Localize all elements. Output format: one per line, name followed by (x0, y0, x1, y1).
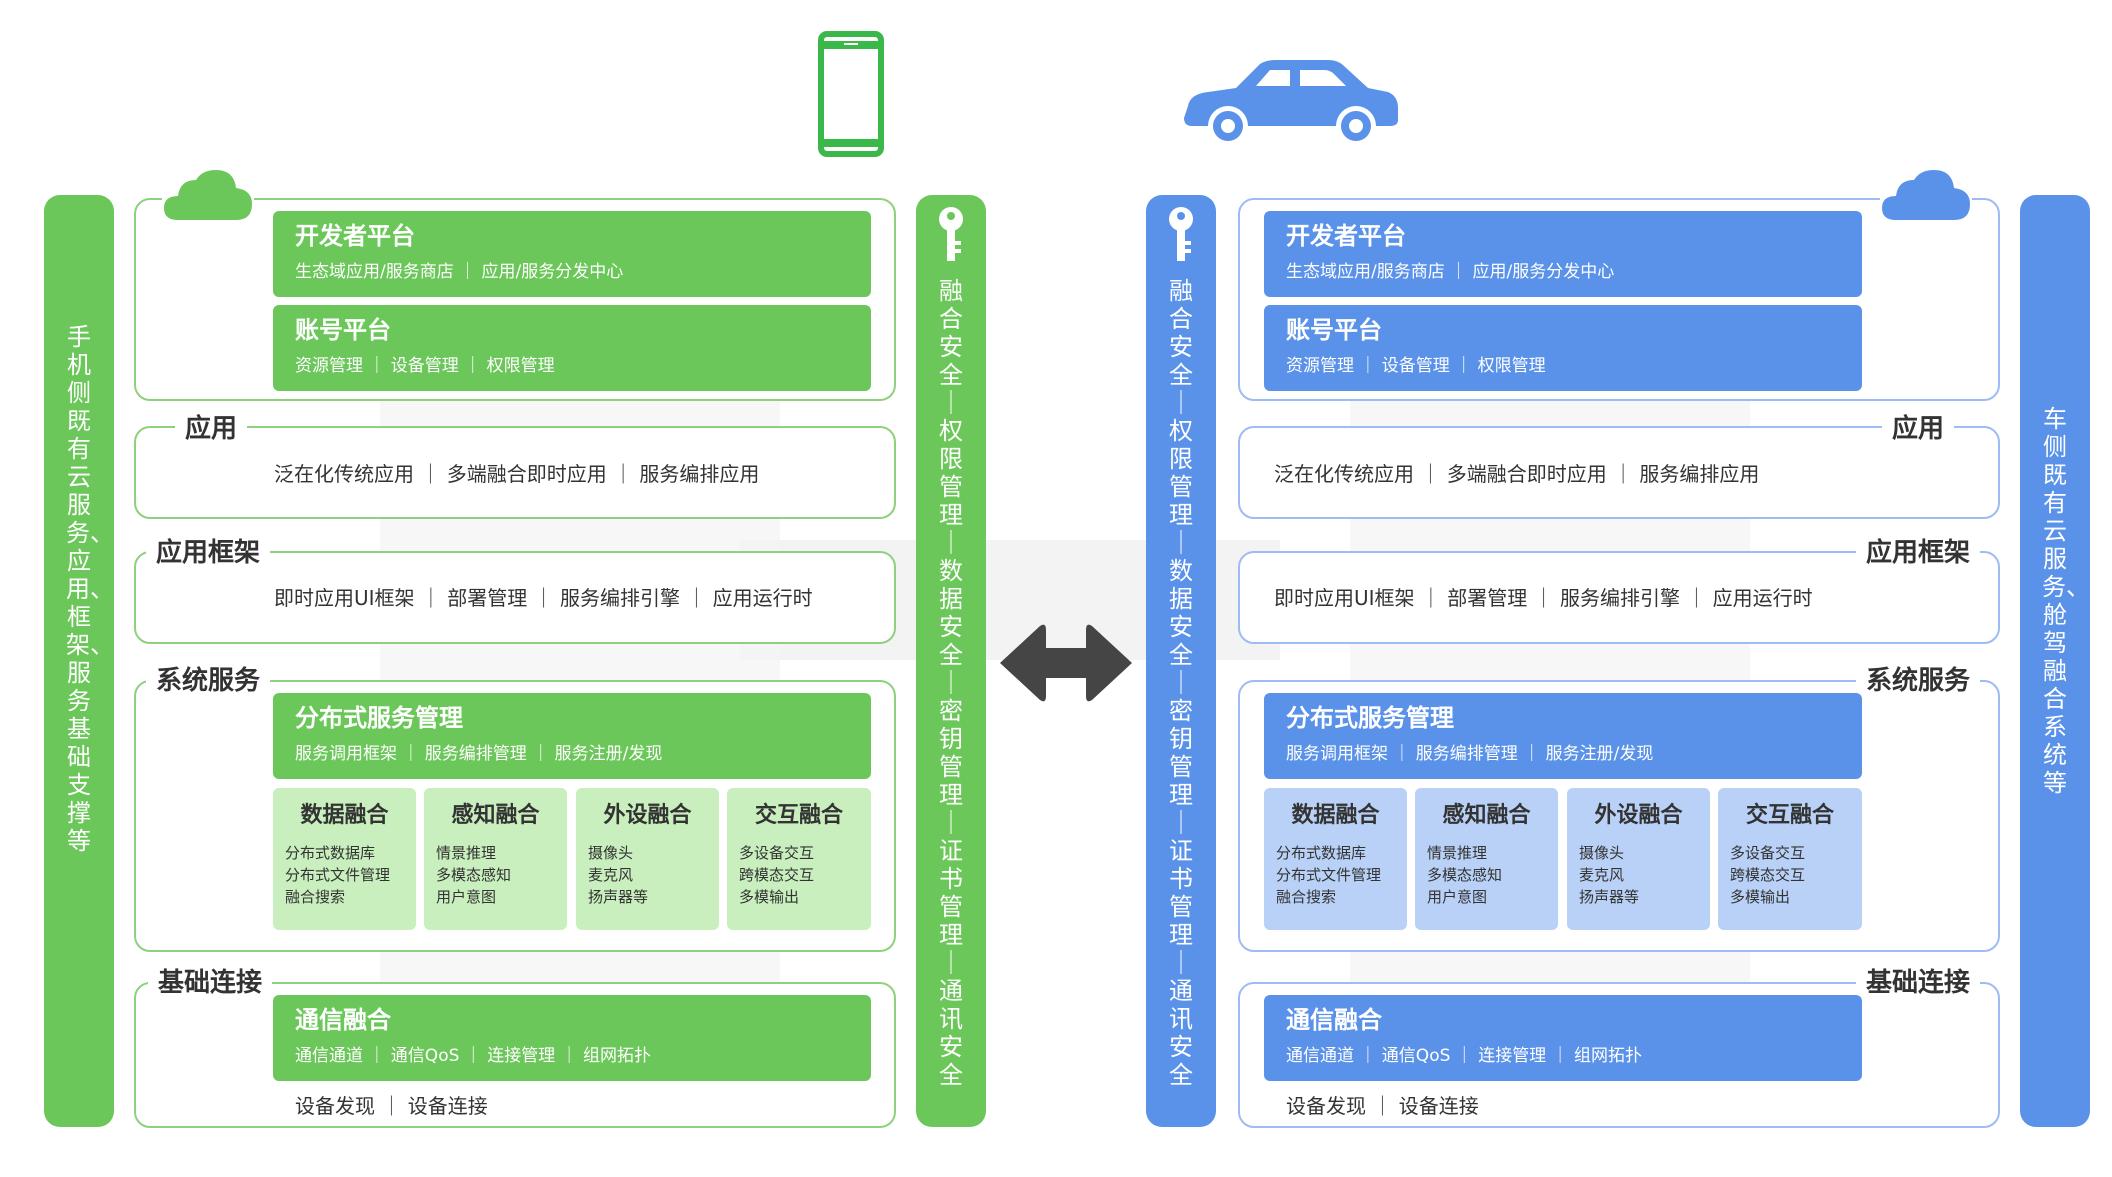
left-side-label: 手机侧 既有云服务、应用、框架、服务 基础支撑等 (66, 323, 114, 855)
cloud-icon (162, 168, 254, 224)
left-comm-fusion: 通信融合 通信通道 ｜ 通信QoS ｜ 连接管理 ｜ 组网拓扑 (273, 995, 871, 1081)
right-framework-label: 应用框架 (1856, 538, 1981, 568)
right-side-label-bar: 车侧 既有云服务、舱驾融合系统等 (2020, 195, 2090, 1127)
right-security-bar: 融合安全｜权限管理｜数据安全｜密钥管理｜证书管理｜通讯安全 (1146, 195, 1216, 1127)
left-interaction-fusion: 交互融合 多设备交互跨模态交互多模输出 (727, 788, 871, 930)
left-security-bar: 融合安全｜权限管理｜数据安全｜密钥管理｜证书管理｜通讯安全 (916, 195, 986, 1127)
right-connection-label: 基础连接 (1856, 968, 1981, 998)
left-distributed-service: 分布式服务管理 服务调用框架 ｜ 服务编排管理 ｜ 服务注册/发现 (273, 693, 871, 779)
right-side-label: 车侧 既有云服务、舱驾融合系统等 (2042, 405, 2090, 797)
right-app-content: 泛在化传统应用 ｜ 多端融合即时应用 ｜ 服务编排应用 (1274, 462, 1760, 486)
left-system-label: 系统服务 (146, 666, 271, 696)
right-interaction-fusion: 交互融合 多设备交互跨模态交互多模输出 (1718, 788, 1862, 930)
right-comm-fusion: 通信融合 通信通道 ｜ 通信QoS ｜ 连接管理 ｜ 组网拓扑 (1264, 995, 1862, 1081)
left-app-frame (134, 426, 896, 519)
left-framework-content: 即时应用UI框架 ｜ 部署管理 ｜ 服务编排引擎 ｜ 应用运行时 (274, 586, 813, 610)
left-account-platform: 账号平台 资源管理 ｜ 设备管理 ｜ 权限管理 (273, 305, 871, 391)
left-peripheral-fusion: 外设融合 摄像头麦克风扬声器等 (576, 788, 719, 930)
key-icon (1167, 205, 1195, 267)
right-account-platform: 账号平台 资源管理 ｜ 设备管理 ｜ 权限管理 (1264, 305, 1862, 391)
right-connection-content: 设备发现 ｜ 设备连接 (1286, 1094, 1479, 1118)
right-app-label: 应用 (1882, 414, 1955, 444)
right-system-label: 系统服务 (1856, 666, 1981, 696)
cloud-icon (1880, 168, 1972, 224)
left-app-content: 泛在化传统应用 ｜ 多端融合即时应用 ｜ 服务编排应用 (274, 462, 760, 486)
right-data-fusion: 数据融合 分布式数据库分布式文件管理融合搜索 (1264, 788, 1407, 930)
left-app-label: 应用 (175, 414, 248, 444)
key-icon (937, 205, 965, 267)
left-framework-label: 应用框架 (146, 538, 271, 568)
right-app-frame (1238, 426, 2000, 519)
left-side-label-bar: 手机侧 既有云服务、应用、框架、服务 基础支撑等 (44, 195, 114, 1127)
right-distributed-service: 分布式服务管理 服务调用框架 ｜ 服务编排管理 ｜ 服务注册/发现 (1264, 693, 1862, 779)
right-framework-content: 即时应用UI框架 ｜ 部署管理 ｜ 服务编排引擎 ｜ 应用运行时 (1274, 586, 1813, 610)
right-perception-fusion: 感知融合 情景推理多模态感知用户意图 (1415, 788, 1558, 930)
left-connection-label: 基础连接 (148, 968, 273, 998)
left-connection-content: 设备发现 ｜ 设备连接 (295, 1094, 488, 1118)
double-arrow-icon (996, 618, 1136, 708)
right-developer-platform: 开发者平台 生态域应用/服务商店 ｜ 应用/服务分发中心 (1264, 211, 1862, 297)
left-data-fusion: 数据融合 分布式数据库分布式文件管理融合搜索 (273, 788, 416, 930)
left-security-label: 融合安全｜权限管理｜数据安全｜密钥管理｜证书管理｜通讯安全 (939, 277, 963, 1089)
left-perception-fusion: 感知融合 情景推理多模态感知用户意图 (424, 788, 567, 930)
smartphone-icon (818, 31, 884, 157)
right-peripheral-fusion: 外设融合 摄像头麦克风扬声器等 (1567, 788, 1710, 930)
left-developer-platform: 开发者平台 生态域应用/服务商店 ｜ 应用/服务分发中心 (273, 211, 871, 297)
right-security-label: 融合安全｜权限管理｜数据安全｜密钥管理｜证书管理｜通讯安全 (1169, 277, 1193, 1089)
car-icon (1178, 58, 1402, 148)
